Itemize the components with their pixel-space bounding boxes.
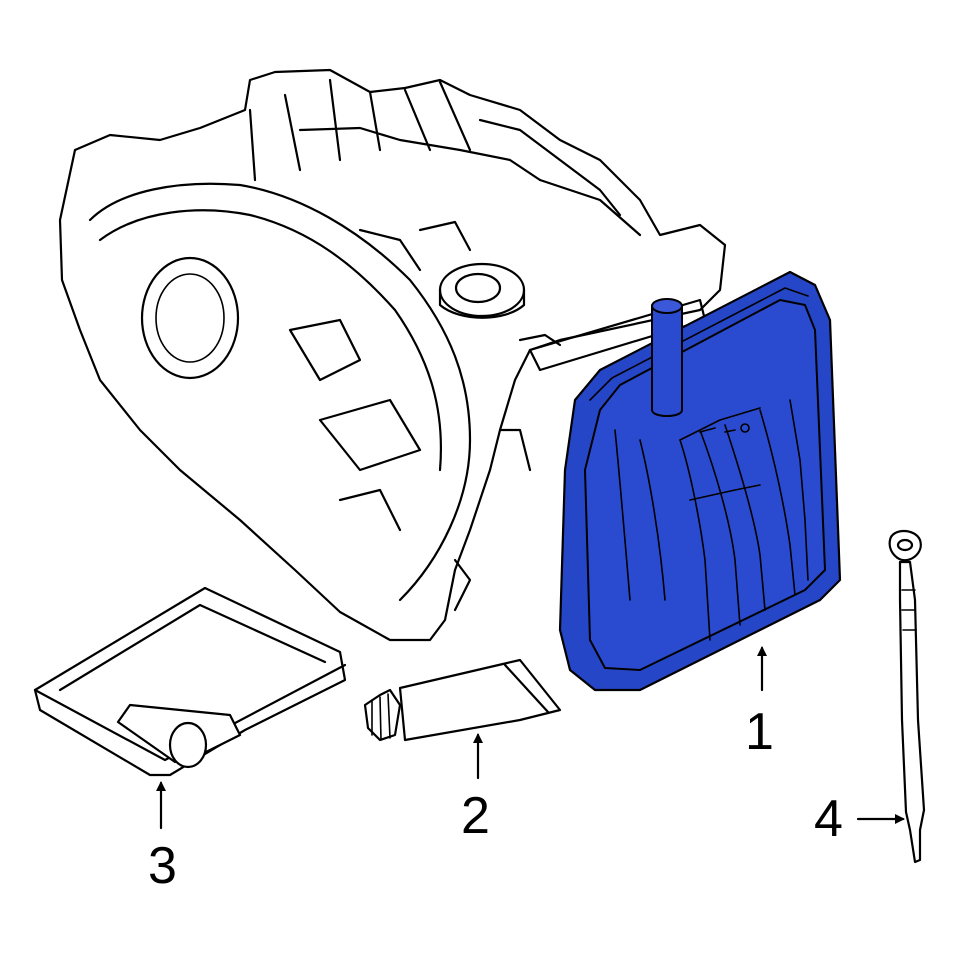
sealant-tube[interactable] xyxy=(363,658,562,742)
oil-pan-body xyxy=(584,299,826,671)
callout-label-1: 1 xyxy=(745,703,774,761)
callout-arrows xyxy=(156,646,905,830)
dipstick[interactable] xyxy=(888,529,926,864)
callout-label-3: 3 xyxy=(148,837,177,895)
oil-pan[interactable] xyxy=(558,270,842,692)
transmission-housing xyxy=(58,68,727,642)
callout-label-2: 2 xyxy=(461,787,490,845)
fluid-container[interactable] xyxy=(33,586,347,777)
callout-label-4: 4 xyxy=(814,790,843,848)
